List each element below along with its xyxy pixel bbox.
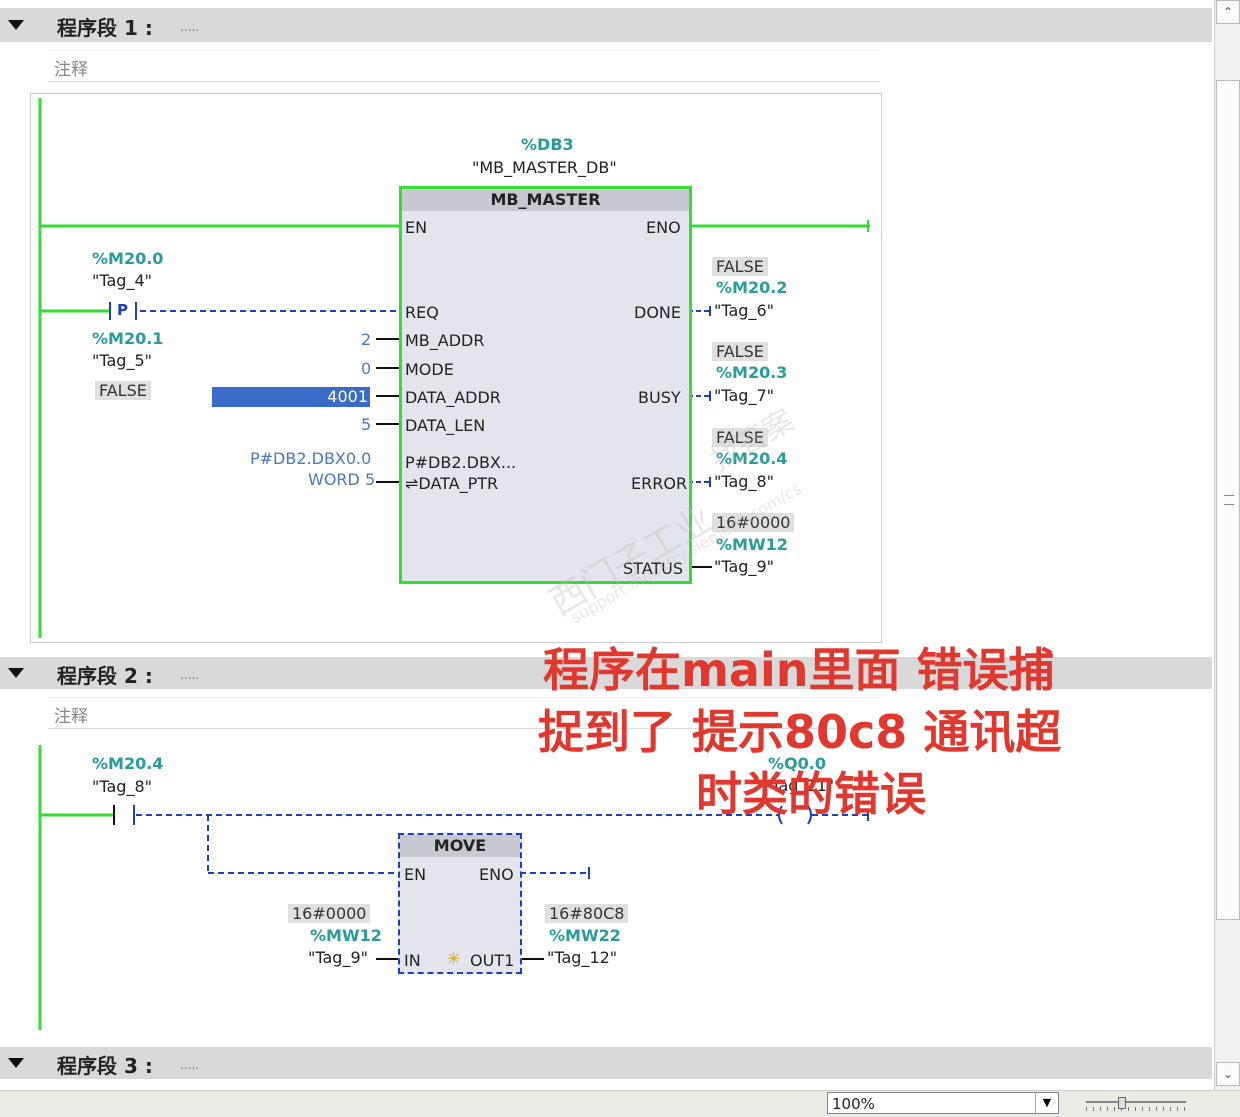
coil-operand[interactable]: %Q0.0 [768, 754, 826, 773]
network-2-title: 程序段 2 : [57, 664, 153, 688]
scroll-thumb[interactable] [1216, 80, 1240, 920]
p-contact[interactable]: P [117, 301, 128, 319]
collapse-triangle-icon[interactable] [8, 668, 24, 678]
move-in-tag[interactable]: "Tag_9" [308, 948, 368, 967]
req-operand[interactable]: %M20.0 [92, 249, 164, 268]
status-operand[interactable]: %MW12 [716, 535, 788, 554]
pin-req: REQ [405, 303, 439, 322]
db-operand[interactable]: %DB3 [521, 135, 574, 154]
network-1-header[interactable]: 程序段 1 : ..... [0, 8, 1212, 42]
mb-addr-value[interactable]: 2 [361, 330, 372, 349]
data-ptr-line1[interactable]: P#DB2.DBX0.0 [250, 449, 372, 468]
network-1-title: 程序段 1 : [57, 16, 153, 40]
contact-tag[interactable]: "Tag_8" [92, 777, 152, 796]
annotation-line-1: 程序在main里面 错误捕 [543, 643, 1055, 697]
move-title: MOVE [400, 835, 520, 857]
pin-mb-addr: MB_ADDR [405, 331, 485, 350]
contact-operand[interactable]: %M20.4 [92, 754, 164, 773]
p-operand[interactable]: %M20.1 [92, 329, 164, 348]
pin-busy: BUSY [638, 388, 681, 407]
pin-mode: MODE [405, 360, 454, 379]
mb-master-title: MB_MASTER [402, 189, 689, 211]
pin-en: EN [405, 218, 428, 237]
db-name[interactable]: "MB_MASTER_DB" [472, 158, 617, 177]
pin-error: ERROR [631, 474, 688, 493]
error-tag[interactable]: "Tag_8" [714, 472, 774, 491]
move-in-value: 16#0000 [288, 904, 371, 923]
error-operand[interactable]: %M20.4 [716, 449, 788, 468]
data-addr-value: 4001 [327, 387, 368, 406]
annotation-line-3: 时类的错误 [696, 767, 926, 821]
network-1-wires [38, 98, 870, 638]
busy-value: FALSE [712, 342, 768, 361]
scroll-down-button[interactable]: ⌄ [1216, 1062, 1240, 1086]
zoom-slider[interactable] [1086, 1097, 1186, 1111]
collapse-triangle-icon[interactable] [8, 20, 24, 30]
zoom-slider-thumb[interactable] [1118, 1097, 1126, 1109]
scroll-up-button[interactable]: ⌃ [1216, 0, 1240, 24]
network-2-comment[interactable]: 注释 [48, 697, 880, 729]
dropdown-arrow-icon[interactable]: ▼ [1035, 1093, 1058, 1113]
pin-eno: ENO [646, 218, 681, 237]
vertical-scrollbar[interactable]: ⌃ ⌄ [1214, 0, 1240, 1090]
network-2-dots[interactable]: ..... [180, 668, 200, 682]
move-out-value: 16#80C8 [545, 904, 629, 923]
data-ptr-line2[interactable]: WORD 5 [308, 470, 376, 489]
coil-tag[interactable]: "Tag_11" [764, 776, 835, 795]
network-2-header[interactable]: 程序段 2 : ..... [0, 657, 1212, 689]
data-len-value[interactable]: 5 [361, 415, 372, 434]
network-1-comment[interactable]: 注释 [48, 50, 880, 82]
zoom-value: 100% [832, 1095, 875, 1113]
pin-data-len: DATA_LEN [405, 416, 486, 435]
network-1-dots[interactable]: ..... [180, 20, 200, 34]
zoom-select[interactable]: 100% ▼ [827, 1092, 1059, 1114]
pin-data-ptr: ⇌DATA_PTR [405, 474, 499, 493]
pin-data-ptr-value: P#DB2.DBX... [405, 453, 517, 472]
move-pin-out: OUT1 [470, 951, 515, 970]
data-addr-input[interactable]: 4001 [212, 387, 370, 407]
move-out-operand[interactable]: %MW22 [549, 926, 621, 945]
p-tag[interactable]: "Tag_5" [92, 351, 152, 370]
pin-data-addr: DATA_ADDR [405, 388, 501, 407]
done-value: FALSE [712, 257, 768, 276]
busy-tag[interactable]: "Tag_7" [714, 386, 774, 405]
status-value: 16#0000 [712, 513, 795, 532]
mode-value[interactable]: 0 [361, 359, 372, 378]
pin-status: STATUS [623, 559, 684, 578]
annotation-line-2: 捉到了 提示80c8 通讯超 [538, 705, 1062, 759]
req-tag[interactable]: "Tag_4" [92, 271, 152, 290]
error-value: FALSE [712, 428, 768, 447]
busy-operand[interactable]: %M20.3 [716, 363, 788, 382]
done-tag[interactable]: "Tag_6" [714, 301, 774, 320]
network-1-canvas[interactable] [30, 93, 882, 643]
network-3-header[interactable]: 程序段 3 : ..... [0, 1047, 1212, 1079]
status-tag[interactable]: "Tag_9" [714, 557, 774, 576]
network-2-wires [38, 745, 869, 1030]
network-3-dots[interactable]: ..... [180, 1058, 200, 1072]
done-operand[interactable]: %M20.2 [716, 278, 788, 297]
move-out-tag[interactable]: "Tag_12" [547, 948, 618, 967]
p-value: FALSE [95, 381, 151, 400]
move-pin-en: EN [404, 865, 427, 884]
status-bar: 100% ▼ [0, 1090, 1240, 1117]
network-3-title: 程序段 3 : [57, 1054, 153, 1078]
pin-done: DONE [634, 303, 681, 322]
move-block[interactable]: MOVE [398, 833, 522, 974]
sparkle-icon: ✳ [447, 949, 461, 968]
move-pin-in: IN [404, 951, 421, 970]
mb-master-block[interactable]: MB_MASTER [399, 186, 692, 584]
move-pin-eno: ENO [479, 865, 514, 884]
move-in-operand[interactable]: %MW12 [310, 926, 382, 945]
grip-icon [1224, 495, 1234, 505]
collapse-triangle-icon[interactable] [8, 1058, 24, 1068]
